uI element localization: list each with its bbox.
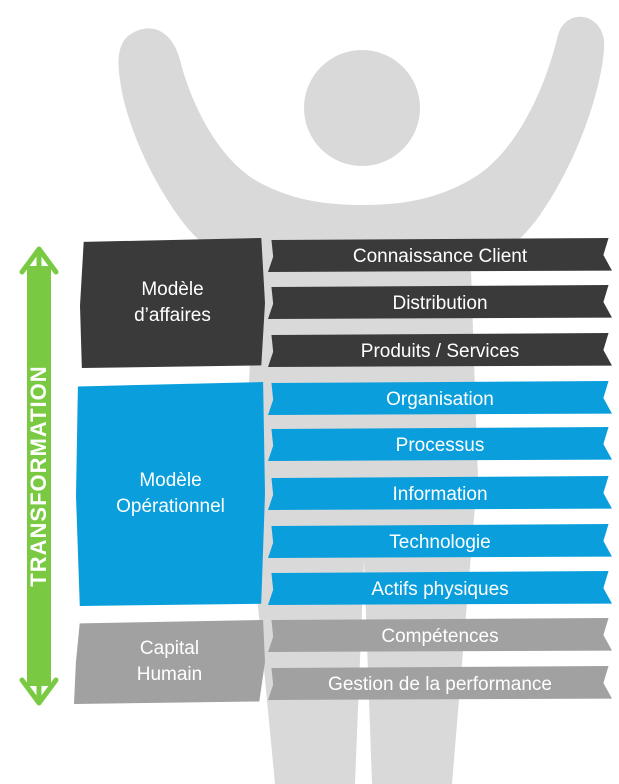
bar-label: Processus (395, 434, 485, 456)
bar-information: Information (268, 476, 612, 510)
human-capital-line2: Humain (136, 664, 203, 685)
bar-technologie: Technologie (268, 524, 612, 558)
bar-organisation: Organisation (268, 381, 612, 415)
operational-model-block: Modèle Opérationnel (76, 382, 265, 606)
operational-model-line1: Modèle (139, 470, 202, 492)
bar-gestion-performance: Gestion de la performance (268, 666, 612, 700)
arrow-head-up (19, 246, 59, 275)
human-capital-line1: Capital (139, 638, 200, 660)
bar-label: Technologie (389, 531, 491, 553)
arrow-shaft (27, 266, 51, 686)
operational-model-line2: Opérationnel (116, 496, 225, 517)
bar-label: Produits / Services (360, 340, 520, 362)
bar-processus: Processus (268, 427, 612, 461)
bar-label: Connaissance Client (352, 245, 528, 267)
transformation-label: TRANSFORMATION (26, 365, 51, 587)
bar-produits-services: Produits / Services (268, 333, 612, 367)
business-model-line1: Modèle (141, 279, 204, 301)
bar-competences: Compétences (268, 618, 612, 652)
transformation-arrow (19, 246, 59, 706)
bar-distribution: Distribution (268, 285, 612, 319)
business-model-line2: d’affaires (134, 305, 211, 326)
arrow-head-down (19, 677, 59, 706)
bar-label: Distribution (392, 292, 488, 314)
bar-label: Compétences (381, 625, 499, 647)
bar-label: Information (392, 483, 488, 505)
bar-label: Gestion de la performance (328, 673, 552, 695)
human-capital-block: Capital Humain (74, 620, 265, 704)
bar-label: Actifs physiques (371, 578, 509, 600)
bar-connaissance-client: Connaissance Client (268, 238, 612, 272)
business-model-block: Modèle d’affaires (80, 238, 265, 368)
bar-label: Organisation (386, 388, 494, 410)
bar-actifs-physiques: Actifs physiques (268, 571, 612, 605)
